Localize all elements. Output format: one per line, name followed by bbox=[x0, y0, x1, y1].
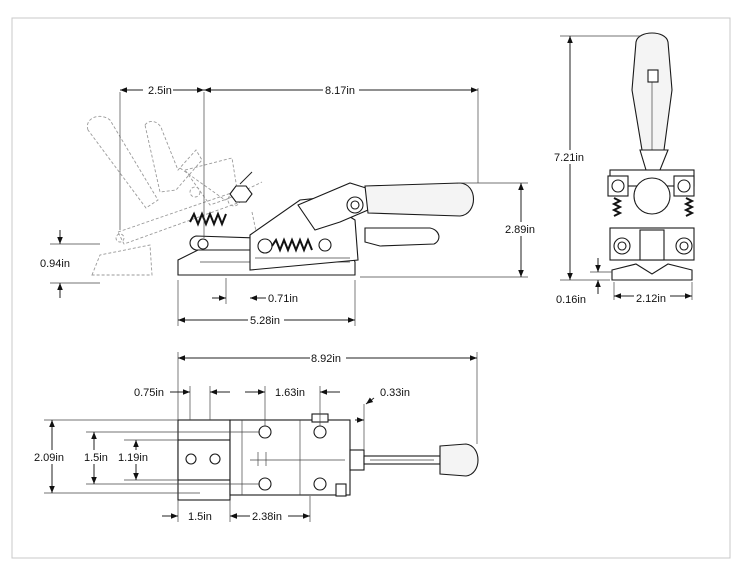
side-lever bbox=[364, 227, 440, 247]
dim-0-75in: 0.75in bbox=[134, 387, 164, 399]
top-handle bbox=[439, 443, 479, 477]
dim-1-5in-bottom: 1.5in bbox=[188, 511, 212, 523]
dim-0-94in: 0.94in bbox=[40, 258, 70, 270]
front-view: 7.21in 0.16in 2.12in bbox=[552, 32, 695, 306]
dim-2-12in: 2.12in bbox=[636, 293, 666, 305]
ghost-spring bbox=[189, 211, 227, 227]
side-handle bbox=[364, 182, 474, 217]
top-view: 8.92in 0.75in 1.63in 0.33in 2.09in 1.5in… bbox=[32, 351, 479, 523]
dim-0-33in: 0.33in bbox=[380, 387, 410, 399]
dim-5-28in: 5.28in bbox=[250, 315, 280, 327]
ghost-nut bbox=[229, 185, 253, 203]
dim-2-09in: 2.09in bbox=[34, 452, 64, 464]
dim-0-71in: 0.71in bbox=[268, 293, 298, 305]
side-view: 2.5in 8.17in 2.89in 0.94in 0.71in 5.28in bbox=[40, 83, 540, 327]
dim-7-21in: 7.21in bbox=[554, 152, 584, 164]
dim-8-17in: 8.17in bbox=[325, 85, 355, 97]
side-spring bbox=[271, 237, 313, 253]
dim-1-63in: 1.63in bbox=[275, 387, 305, 399]
front-hub bbox=[633, 177, 671, 215]
dim-0-16in: 0.16in bbox=[556, 294, 586, 306]
dim-8-92in: 8.92in bbox=[311, 353, 341, 365]
front-base bbox=[611, 263, 693, 281]
dim-2-5in: 2.5in bbox=[148, 85, 172, 97]
dim-2-38in: 2.38in bbox=[252, 511, 282, 523]
dim-2-89in: 2.89in bbox=[505, 224, 535, 236]
dim-1-19in: 1.19in bbox=[118, 452, 148, 464]
sheet-border bbox=[11, 17, 731, 559]
top-body bbox=[229, 419, 351, 496]
dim-1-5in-vertical: 1.5in bbox=[84, 452, 108, 464]
